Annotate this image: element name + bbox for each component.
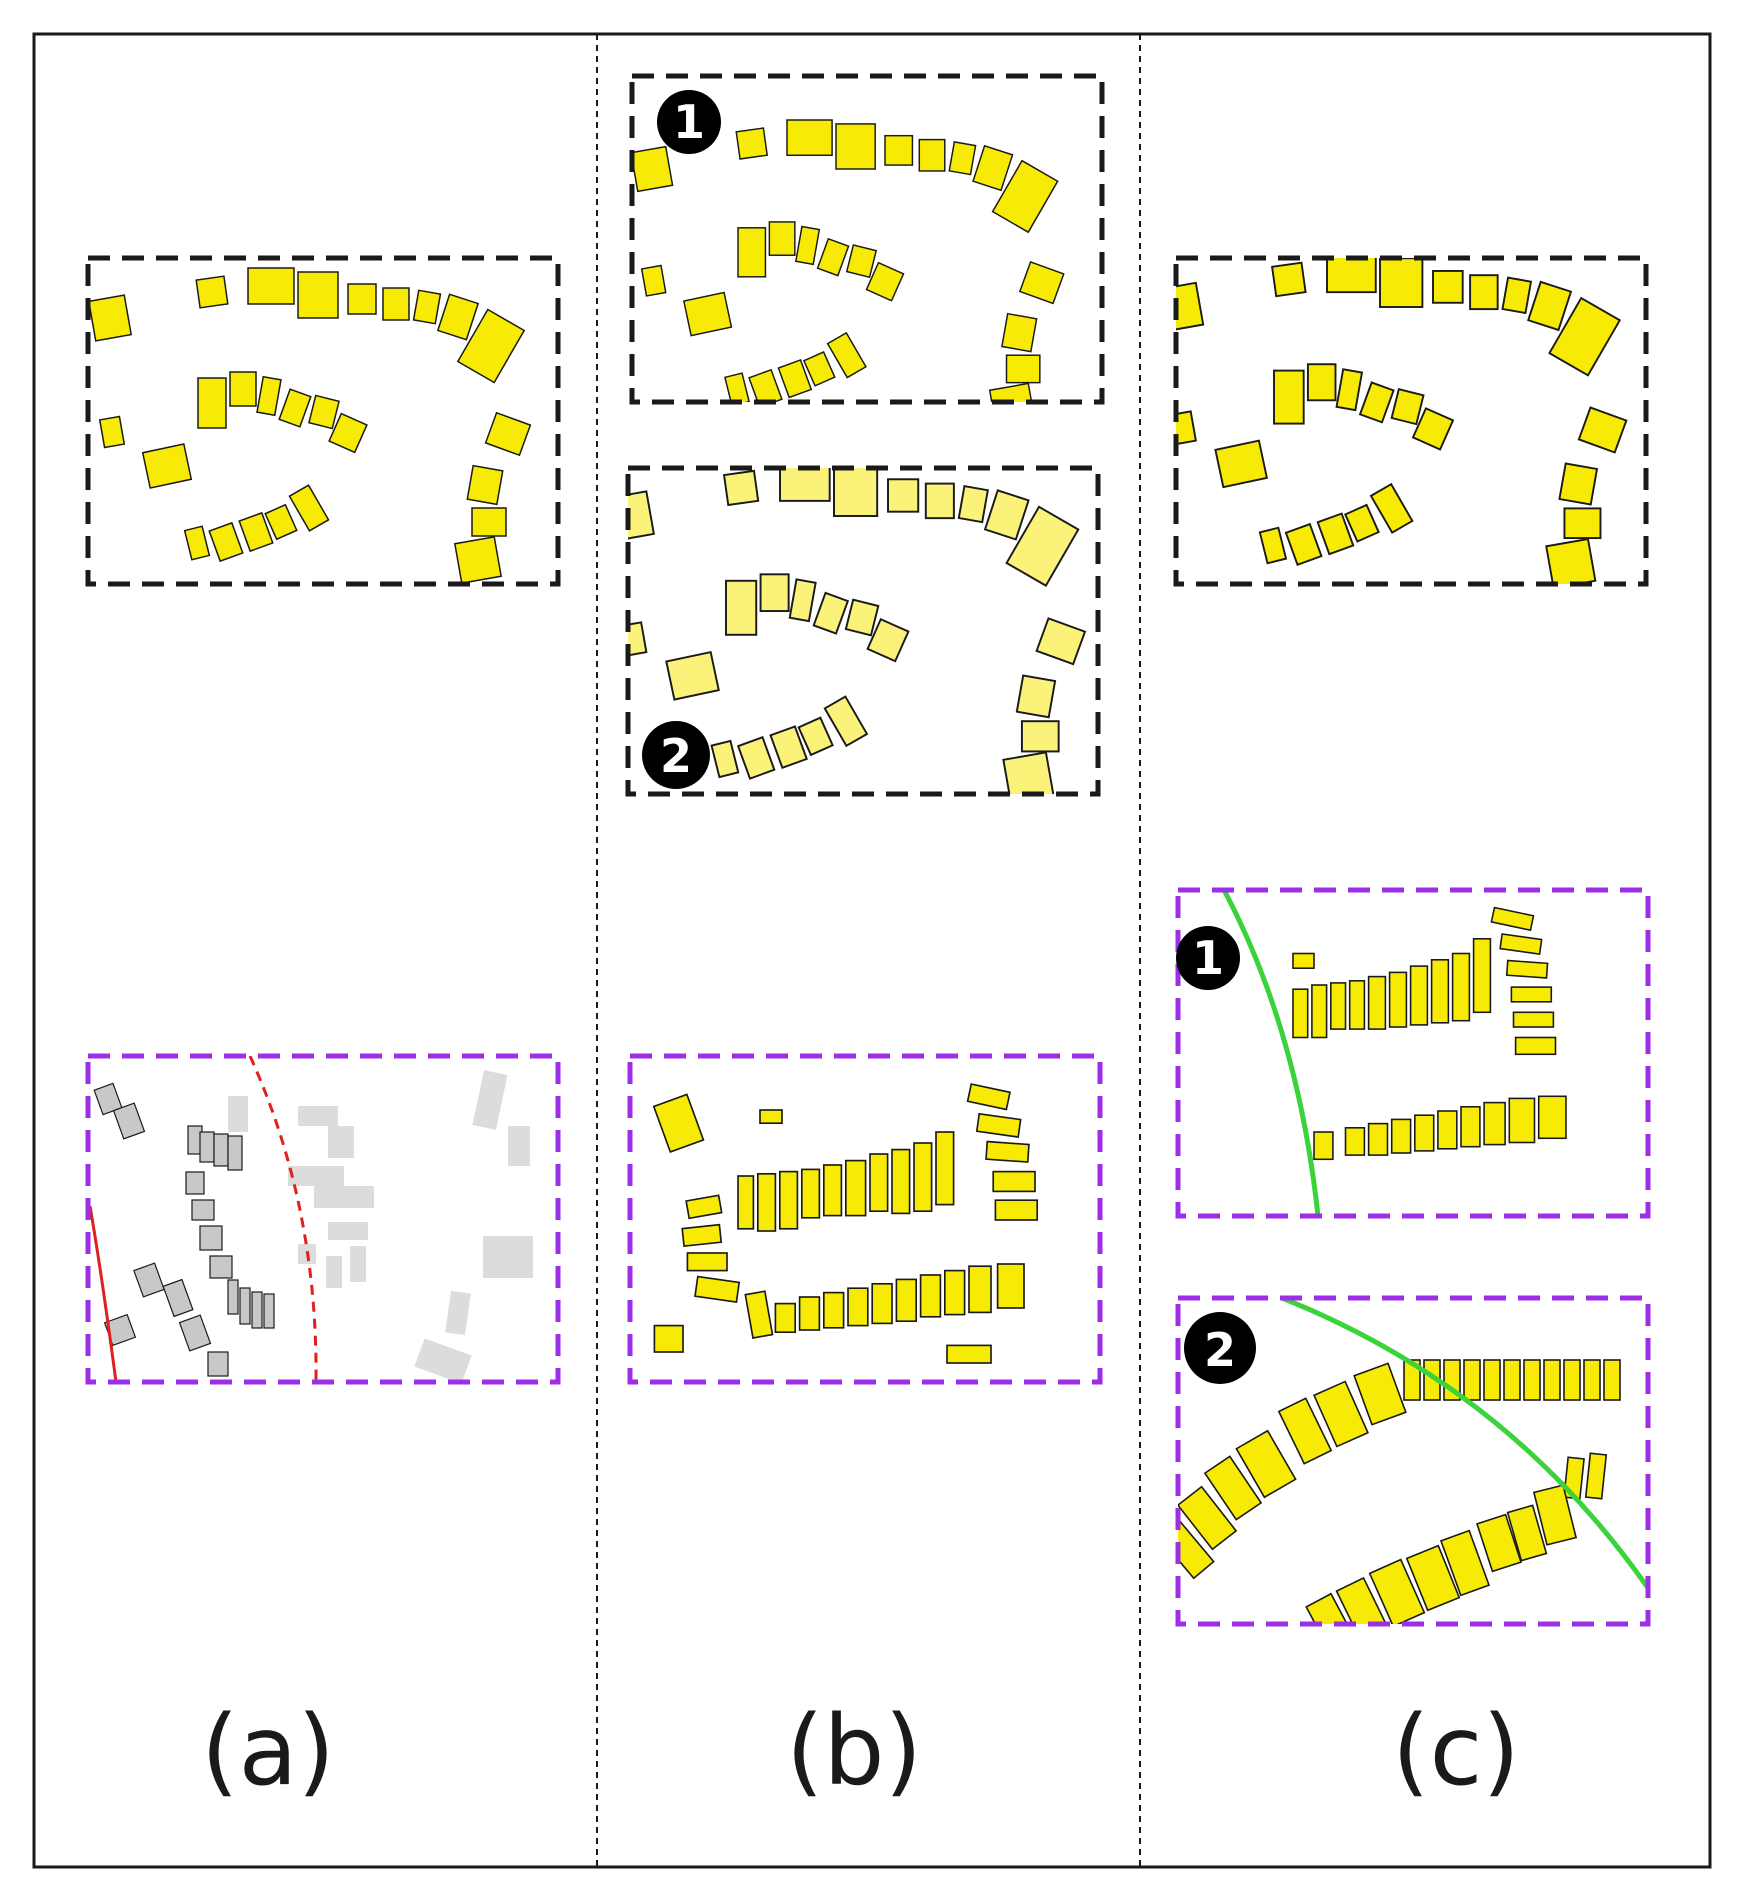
dashed-frame-black [1173,255,1649,587]
dashed-frame-purple [85,1053,561,1385]
dashed-frame-purple [627,1053,1103,1385]
badge-two-label: 2 [1204,1323,1236,1377]
dashed-frame-black [85,255,561,587]
badge-one-label: 1 [673,95,705,149]
panel-a-top [85,255,561,587]
dashed-frame-purple [1175,887,1651,1219]
panel-b-top-1: 1 [629,73,1105,405]
panel-a-bottom [85,1053,561,1385]
dashed-frame-black [625,465,1101,797]
panel-c-bottom-2: 2 [1175,1295,1651,1627]
panel-b-bottom [627,1053,1103,1385]
caption-a: (a) [201,1695,335,1807]
panel-c-bottom-1: 1 [1175,887,1651,1219]
panel-c-top [1173,255,1649,587]
badge-two [642,721,710,789]
badge-one [657,90,721,154]
caption-b: (b) [786,1695,922,1807]
badge-one-label: 1 [1192,931,1224,985]
badge-one [1176,926,1240,990]
panel-b-top-2: 2 [625,465,1101,797]
badge-two [1184,1312,1256,1384]
dashed-frame-black [629,73,1105,405]
badge-two-label: 2 [660,729,692,783]
caption-c: (c) [1392,1695,1520,1807]
dashed-frame-purple [1175,1295,1651,1627]
